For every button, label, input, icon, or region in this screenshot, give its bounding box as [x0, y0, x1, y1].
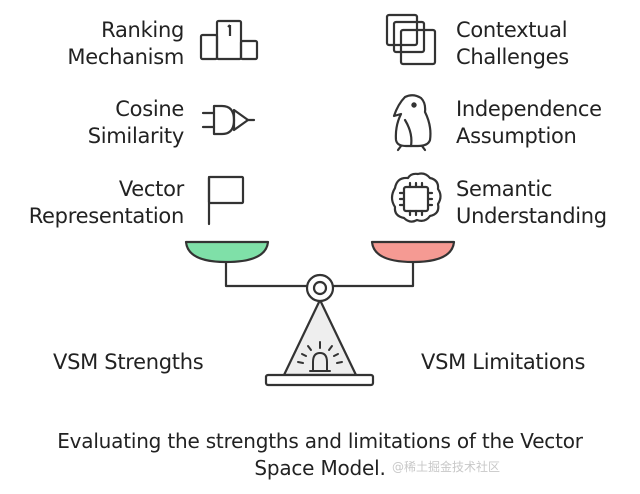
scale-base — [264, 298, 375, 387]
strength-item-line1: Ranking — [101, 18, 184, 42]
scale-beam — [224, 256, 415, 288]
strengths-title: VSM Strengths — [53, 350, 204, 374]
logic-gate-icon — [201, 104, 256, 136]
limitation-item-line2: Challenges — [456, 45, 569, 69]
strength-item-line1: Cosine — [115, 97, 184, 121]
limitation-item-semantic-understanding: Semantic Understanding — [456, 176, 607, 230]
caption-line2: Space Model. — [254, 456, 386, 480]
watermark: @稀土掘金技术社区 — [392, 460, 501, 474]
limitation-item-line2: Assumption — [456, 124, 577, 148]
layers-icon — [385, 13, 437, 66]
limitation-item-line1: Contextual — [456, 18, 568, 42]
brain-chip-icon — [390, 172, 442, 223]
penguin-icon — [392, 94, 432, 152]
limitation-item-line1: Independence — [456, 97, 602, 121]
strength-item-line2: Mechanism — [67, 45, 184, 69]
diagram-caption: Evaluating the strengths and limitations… — [0, 428, 640, 482]
strength-item-vector-representation: Vector Representation — [28, 176, 185, 230]
strength-item-cosine-similarity: Cosine Similarity — [87, 96, 185, 150]
strength-item-ranking-mechanism: Ranking Mechanism — [67, 17, 184, 71]
strength-item-line1: Vector — [118, 177, 184, 201]
strength-item-line2: Similarity — [87, 124, 185, 148]
podium-icon — [199, 19, 259, 61]
caption-line1: Evaluating the strengths and limitations… — [57, 429, 583, 453]
limitation-pan — [370, 240, 456, 264]
strength-item-line2: Representation — [28, 204, 185, 228]
limitation-item-contextual-challenges: Contextual Challenges — [456, 17, 569, 71]
strength-pan — [184, 240, 270, 264]
limitation-item-line1: Semantic — [456, 177, 553, 201]
limitation-item-independence-assumption: Independence Assumption — [456, 96, 602, 150]
light-bulb-icon — [297, 341, 343, 372]
limitation-item-line2: Understanding — [456, 204, 607, 228]
limitations-title: VSM Limitations — [421, 350, 586, 374]
pivot-joint — [305, 273, 335, 303]
flag-icon — [207, 175, 245, 226]
